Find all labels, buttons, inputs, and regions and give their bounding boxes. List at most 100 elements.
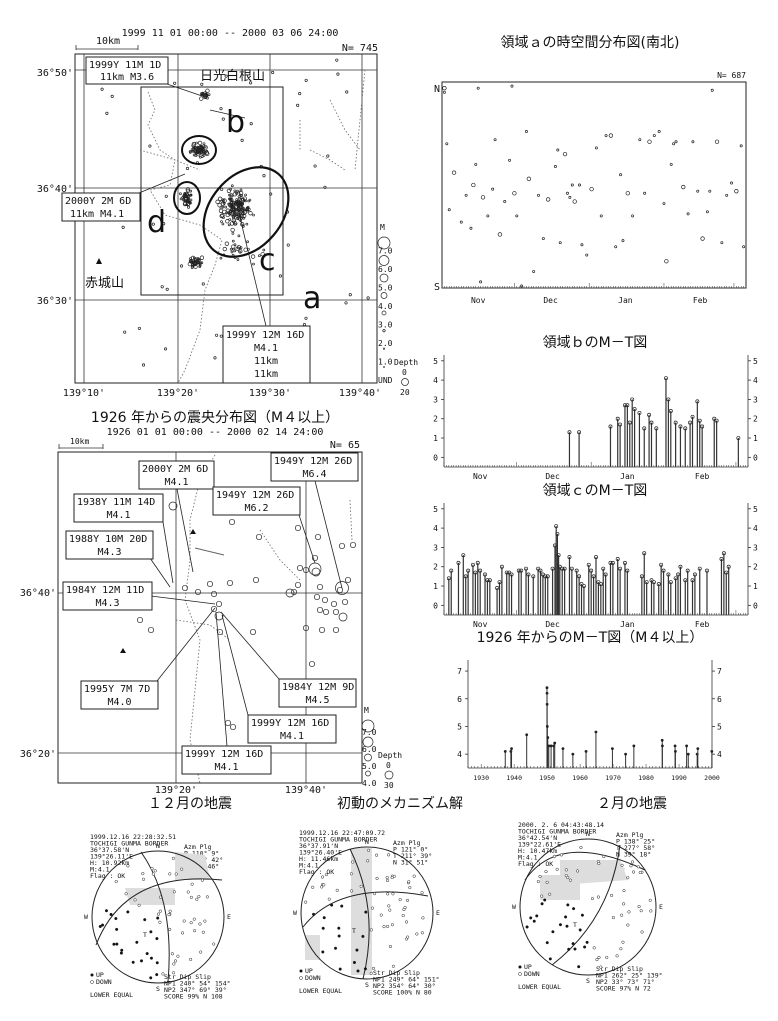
data-point [585,253,589,257]
nodal-plane [95,878,223,946]
legend-up-icon [299,969,303,973]
legend-m-value: 2.0 [378,339,393,348]
epicenter-dot [237,190,241,194]
event-marker [545,686,549,690]
x-tick-label: Jan [620,620,635,629]
data-point [669,162,673,166]
epicenter-dot [219,206,223,210]
projection-label: LOWER EQUAL [90,991,133,999]
polarity-down [630,860,635,864]
svg-text:1999Y 11M 1D: 1999Y 11M 1D [89,60,161,71]
event-marker [549,744,553,748]
polarity-down [420,891,424,895]
event-marker [538,568,543,573]
data-point [479,280,483,284]
polarity-up [155,961,159,965]
polarity-down [189,921,193,925]
data-point [681,184,686,190]
y-tick-label-right: 0 [753,601,758,610]
polarity-down [167,913,171,917]
polarity-down [114,879,118,884]
y-tick-label: 2 [433,563,438,572]
event-marker [712,416,717,421]
data-point [447,208,451,212]
epicenter-circle [314,533,322,541]
epicenter-dot [237,195,241,198]
event-marker [495,586,500,590]
event-marker [674,749,677,753]
polarity-down [391,892,395,896]
epicenter-dot [232,247,235,251]
map1-count: N= 745 [342,43,378,54]
mechanism-axes-line: P 138° 25° [616,838,655,846]
event-marker [724,570,729,575]
compass-e: E [436,909,440,917]
event-marker [574,568,579,573]
event-marker [567,430,572,435]
epicenter-dot [278,274,282,278]
polarity-down [555,867,559,871]
polarity-up [104,909,109,913]
y-tick-label: 0 [433,601,438,610]
y-tick-label: 5 [433,505,438,514]
data-point [705,210,709,214]
polarity-up [330,903,334,907]
event-marker [554,524,559,529]
event-marker [461,553,466,558]
polarity-up [543,898,547,902]
nodal-plane [349,848,370,980]
data-point [580,243,584,247]
legend-m-value: 4.0 [362,779,377,788]
event-marker [509,572,514,577]
data-point [537,193,540,197]
polarity-up [363,967,367,971]
callout-magnitude: M6.2 [244,503,268,514]
y-tick-label-right: 1 [753,434,758,443]
mechanism-header-line: TOCHIGI GUNMA BORDER [90,840,168,848]
event-marker [678,564,683,569]
mechanism-header-line: H: 10.47km [518,847,557,855]
epicenter-dot [185,166,190,170]
y-tick-label: 5 [433,357,438,366]
polarity-down [322,883,326,887]
data-point [459,220,463,224]
polarity-down [141,872,145,876]
epicenter-dot [163,347,168,351]
event-marker [647,412,652,417]
legend-down: DOWN [524,970,540,978]
epicenter-dot [366,296,370,300]
event-marker [623,560,627,565]
polarity-down [153,869,157,873]
polarity-down [198,922,202,926]
epicenter-dot [243,247,248,252]
polarity-down [568,878,573,882]
legend-down-icon [299,976,303,980]
mechanism-planes-line: SCORE 99% N 108 [164,993,223,1001]
epicenter-circle [296,564,304,572]
mechanism-header-line: 1999.12.16 22:28:32.51 [90,833,176,841]
y-tick-label-right: 2 [753,563,758,572]
legend-size-circle [362,736,374,748]
epicenter-circle [311,554,319,562]
event-marker [654,426,659,431]
data-point [442,90,446,94]
map2-lon-label: 139°20' [155,785,197,796]
polarity-down [168,909,172,913]
mechanism-planes-line: SCORE 97% N 72 [596,985,651,993]
data-point [471,182,476,188]
polarity-down [576,869,580,873]
epicenter-dot [231,231,235,235]
map1-lon-label: 139°10' [63,388,105,399]
compass-e: E [227,913,231,921]
polarity-up [352,960,356,965]
legend-size-circle [364,753,372,762]
epicenter-dot [219,213,224,219]
polarity-down [390,875,394,880]
epicenter-dot [220,201,226,206]
polarity-down [195,897,199,901]
epicenter-dot [258,254,261,258]
epicenter-dot [227,223,231,227]
